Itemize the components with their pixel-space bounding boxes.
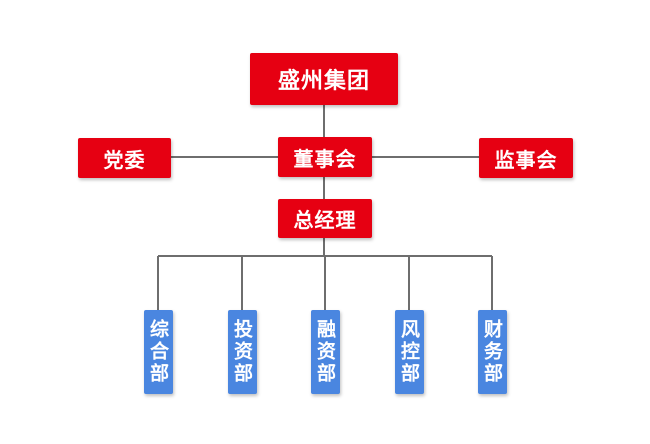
node-gm-label: 总经理 (293, 208, 357, 232)
node-party-label: 党委 (103, 147, 146, 172)
node-dept-4-label: 风控部 (398, 319, 420, 385)
node-root-label: 盛州集团 (277, 69, 370, 94)
node-dept-4: 风控部 (395, 310, 424, 394)
node-dept-2: 投资部 (228, 310, 257, 394)
node-dept-3-label: 融资部 (314, 319, 336, 385)
node-supervisory-label: 监事会 (494, 147, 558, 172)
node-board: 董事会 (278, 137, 372, 177)
node-dept-5-label: 财务部 (481, 319, 503, 385)
node-root: 盛州集团 (250, 53, 398, 105)
node-dept-5: 财务部 (478, 310, 507, 394)
node-supervisory: 监事会 (479, 138, 573, 178)
node-party: 党委 (78, 138, 171, 178)
node-gm: 总经理 (278, 199, 372, 238)
node-board-label: 董事会 (293, 146, 357, 171)
node-dept-1: 综合部 (144, 310, 173, 394)
node-dept-1-label: 综合部 (147, 319, 169, 385)
node-dept-2-label: 投资部 (231, 319, 253, 385)
node-dept-3: 融资部 (311, 310, 340, 394)
